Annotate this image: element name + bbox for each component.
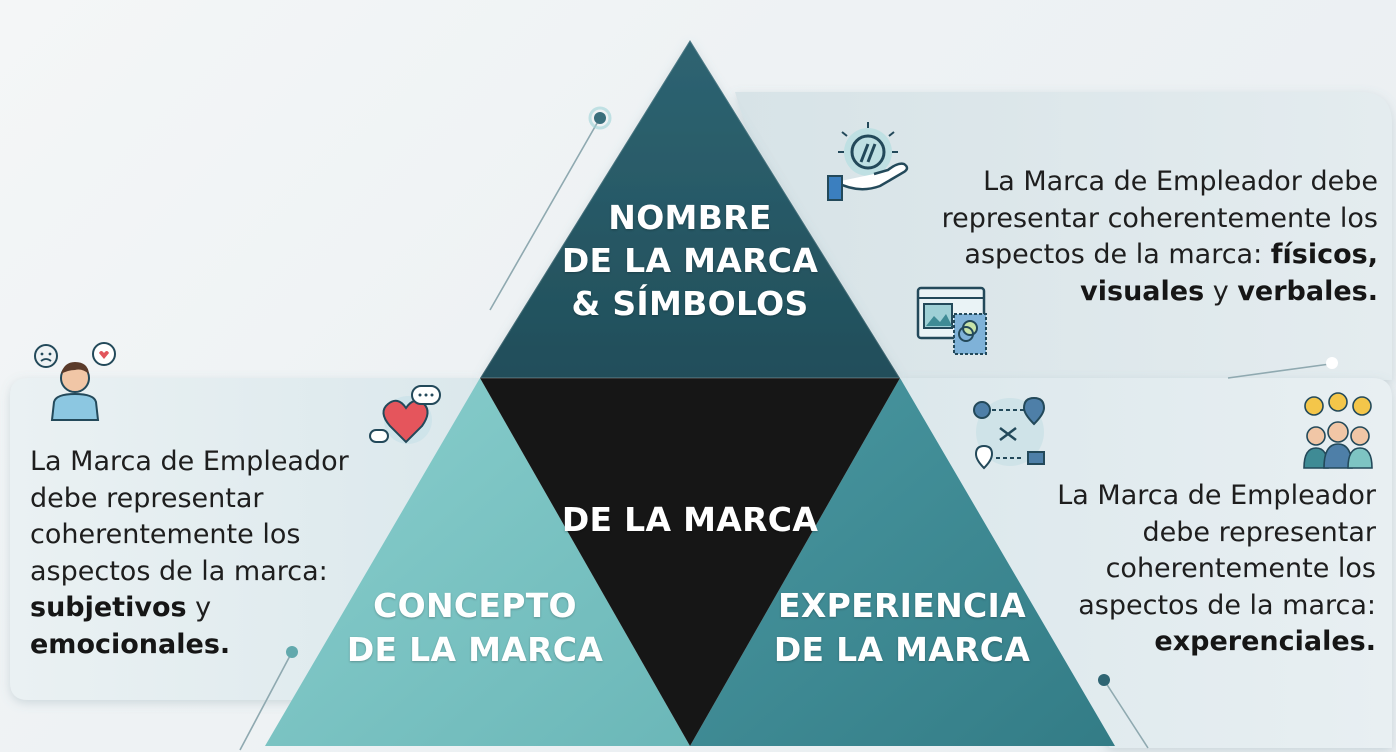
design-window-icon bbox=[916, 286, 987, 355]
panel-top-right-line4: visuales y verbales. bbox=[880, 274, 1378, 311]
triangle-center bbox=[480, 378, 900, 746]
panel-right-line4: aspectos de la marca: bbox=[1078, 589, 1376, 621]
panel-left-line4: aspectos de la marca: bbox=[30, 555, 328, 587]
triangle-right bbox=[690, 378, 1115, 746]
panel-left-line3: coherentemente los bbox=[30, 519, 301, 550]
team-emojis-icon bbox=[1303, 392, 1373, 469]
panel-right-line3: coherentemente los bbox=[1105, 553, 1376, 584]
panel-left-line5: subjetivos y bbox=[30, 590, 390, 627]
person-emotions-icon bbox=[34, 342, 116, 421]
triangle-left-line1: CONCEPTO bbox=[373, 586, 577, 625]
triangle-right-label: EXPERIENCIA DE LA MARCA bbox=[752, 584, 1052, 672]
panel-left-line1: La Marca de Empleador bbox=[30, 446, 349, 477]
panel-left bbox=[10, 378, 480, 700]
panel-top-right-line3: aspectos de la marca: físicos, bbox=[880, 237, 1378, 274]
triangle-top-line2: DE LA MARCA bbox=[561, 241, 819, 280]
panel-top-right-bold1: físicos, bbox=[1270, 239, 1378, 270]
triangle-left-line2: DE LA MARCA bbox=[346, 630, 604, 669]
panel-left-line6: emocionales. bbox=[30, 627, 390, 664]
connector-dots bbox=[286, 106, 1338, 686]
panel-left-text: La Marca de Empleador debe representar c… bbox=[30, 444, 390, 663]
panel-top-right-connector: y bbox=[1204, 275, 1238, 307]
panel-top-right-line2: representar coherentemente los bbox=[941, 202, 1378, 234]
panel-right-line2: debe representar bbox=[1142, 516, 1376, 548]
heart-chat-icon bbox=[369, 385, 441, 444]
triangle-left-label: CONCEPTO DE LA MARCA bbox=[330, 584, 620, 672]
panel-top-right-bold2: visuales bbox=[1080, 275, 1205, 307]
panel-right-line5: experenciales. bbox=[1030, 624, 1376, 661]
route-map-icon bbox=[973, 396, 1046, 470]
panel-top-right-text: La Marca de Empleador debe representar c… bbox=[880, 164, 1378, 310]
panel-top-right-bold3: verbales. bbox=[1237, 275, 1378, 307]
triangle-top-label: NOMBRE DE LA MARCA & SÍMBOLOS bbox=[540, 196, 840, 325]
triangle-right-line1: EXPERIENCIA bbox=[778, 586, 1026, 625]
triangle-top-line1: NOMBRE bbox=[608, 198, 772, 237]
panel-left-bold1: subjetivos bbox=[30, 592, 187, 623]
triangle-center-label: DE LA MARCA bbox=[561, 500, 819, 539]
panel-right-line1: La Marca de Empleador bbox=[1057, 480, 1376, 511]
triangle-top-line3: & SÍMBOLOS bbox=[571, 284, 809, 323]
panel-left-connector: y bbox=[186, 592, 212, 623]
panel-left-line2: debe representar bbox=[30, 482, 264, 514]
triangle-top bbox=[480, 40, 900, 378]
hand-symbol-icon bbox=[827, 122, 909, 201]
panel-right bbox=[900, 378, 1392, 748]
panel-right-bold1: experenciales. bbox=[1154, 626, 1376, 657]
triangle-left bbox=[265, 378, 690, 746]
panel-left-bold2: emocionales. bbox=[30, 628, 231, 660]
connector-lines bbox=[239, 117, 1331, 751]
panel-right-text: La Marca de Empleador debe representar c… bbox=[1030, 478, 1376, 661]
panel-top-right-line3-prefix: aspectos de la marca: bbox=[964, 239, 1271, 270]
panel-top-right-line1: La Marca de Empleador debe bbox=[983, 166, 1378, 197]
triangle-right-line2: DE LA MARCA bbox=[773, 630, 1031, 669]
